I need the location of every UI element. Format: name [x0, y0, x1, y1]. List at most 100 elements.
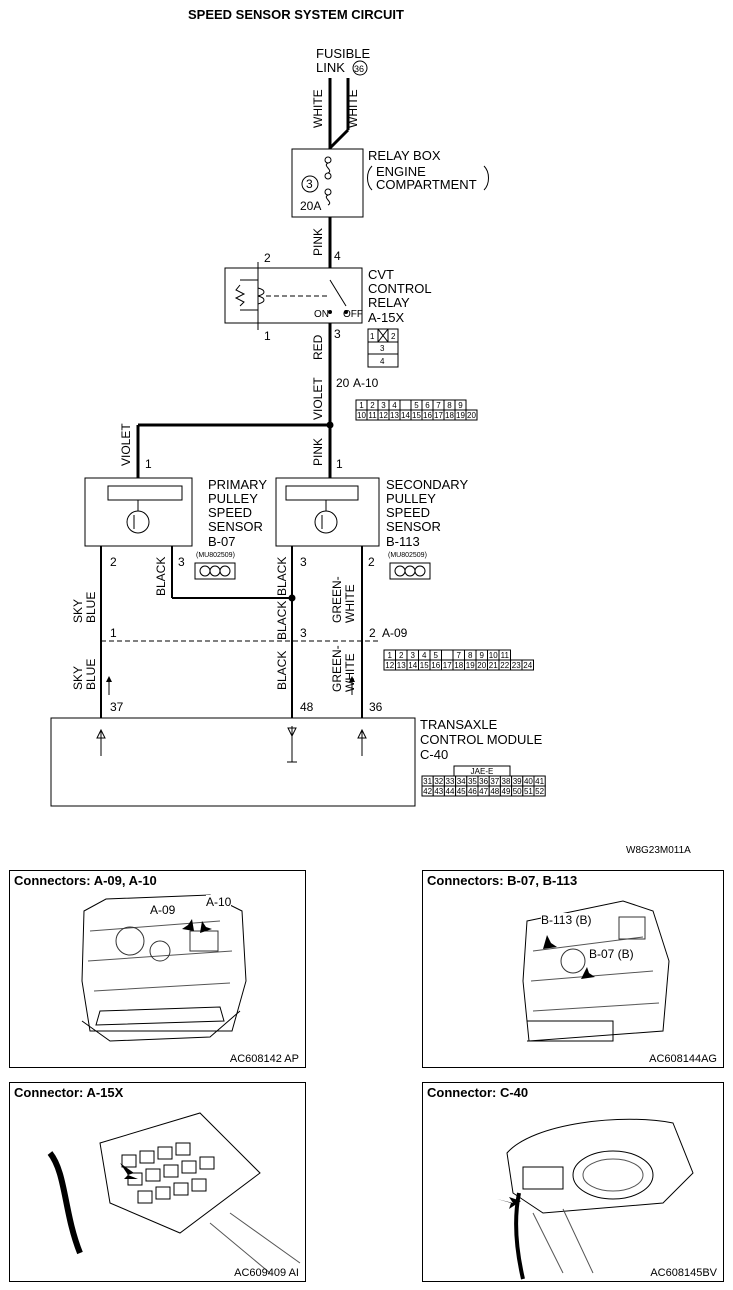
primary-sensor-label-4: SENSOR [208, 519, 263, 534]
photo-caption: Connectors: B-07, B-113 [427, 873, 578, 888]
pin-number: 19 [456, 411, 465, 420]
cvt-relay-on: ON [314, 309, 329, 320]
primary-sensor-part: (MU802509) [196, 552, 235, 559]
dashboard-sketch [497, 1118, 694, 1280]
pin-number: 46 [468, 787, 477, 796]
wire-sky-upper-2: BLUE [84, 592, 98, 623]
primary-sensor-frame [84, 477, 193, 547]
engine-bay-sketch [522, 900, 670, 1042]
wire-black-lower: BLACK [275, 651, 289, 690]
svg-text:4: 4 [380, 357, 385, 366]
pin-number: 14 [401, 411, 410, 420]
pin-number: 13 [397, 661, 406, 670]
tcm-pin-36: 36 [369, 700, 383, 714]
pin-number: 5 [434, 651, 439, 660]
pin-number: 52 [535, 787, 544, 796]
relay-box-label-1: RELAY BOX [368, 148, 441, 163]
wire-green-upper-1: GREEN- [330, 576, 344, 623]
wire-pink-mid: PINK [311, 438, 325, 466]
diagram-code: W8G23M011A [626, 845, 691, 856]
pin-number: 3 [381, 401, 386, 410]
wire-sky-upper-1: SKY [71, 599, 85, 623]
pin-number: 21 [489, 661, 498, 670]
secondary-sensor-pin-2: 2 [368, 555, 375, 569]
photo-label-b113: B-113 (B) [541, 913, 592, 927]
primary-sensor-plug [194, 562, 236, 580]
pin-number: 3 [411, 651, 416, 660]
jae-label: JAE-E [471, 767, 494, 776]
photo-code: AC608145BV [650, 1267, 717, 1279]
pin-number: 10 [357, 411, 366, 420]
pin-number: 42 [423, 787, 432, 796]
pin-number: 15 [412, 411, 421, 420]
photo-connectors-a09-a10: Connectors: A-09, A-10 A-09 A-10 AC60814… [9, 870, 306, 1068]
pin-number: 1 [359, 401, 364, 410]
secondary-sensor-connector: B-113 [386, 534, 420, 549]
pin-number: 2 [370, 401, 375, 410]
pin-number: 11 [501, 651, 510, 660]
primary-sensor-pin-1: 1 [145, 457, 152, 471]
primary-sensor-pin-3: 3 [178, 555, 185, 569]
svg-text:2: 2 [391, 332, 396, 341]
cvt-relay-pin-1: 1 [264, 329, 271, 343]
pin-number: 16 [423, 411, 432, 420]
wire-green-lower-1: GREEN- [330, 645, 344, 692]
tcm-label-1: TRANSAXLE [420, 717, 498, 732]
wire-sky-lower-1: SKY [71, 666, 85, 690]
cvt-relay-pin-3: 3 [334, 327, 341, 341]
pin-number: 10 [489, 651, 498, 660]
wire-black-mid: BLACK [275, 601, 289, 640]
wire-red: RED [311, 334, 325, 360]
pin-number: 44 [446, 787, 455, 796]
cvt-relay-pin-2: 2 [264, 251, 271, 265]
pin-number: 9 [480, 651, 485, 660]
pin-number: 15 [420, 661, 429, 670]
pin-number: 13 [390, 411, 399, 420]
photo-label-b07: B-07 (B) [589, 947, 634, 961]
secondary-sensor-pin-3: 3 [300, 555, 307, 569]
a09-pin-1: 1 [110, 626, 117, 640]
cvt-relay-label-2: CONTROL [368, 281, 432, 296]
relay-box-label-2: ENGINE [376, 164, 426, 179]
pin-number: 22 [500, 661, 509, 670]
secondary-sensor-pin-1: 1 [336, 457, 343, 471]
pin-number: 16 [431, 661, 440, 670]
photo-caption: Connector: C-40 [427, 1085, 529, 1100]
photo-code: AC609409 AI [234, 1267, 299, 1279]
tcm-frame [50, 717, 416, 807]
fusible-label-2: LINK [316, 60, 345, 75]
wire-white-left: WHITE [311, 89, 325, 128]
tcm-connector: C-40 [420, 747, 448, 762]
photo-label-a09: A-09 [150, 903, 176, 917]
wire-white-right: WHITE [346, 89, 360, 128]
pin-number: 8 [447, 401, 452, 410]
pin-number: 20 [477, 661, 486, 670]
pin-number: 33 [446, 777, 455, 786]
connector-a10-pin: 20 [336, 376, 350, 390]
primary-sensor-label-2: PULLEY [208, 491, 258, 506]
relay-box-frame [291, 148, 364, 218]
a09-label: A-09 [382, 626, 408, 640]
pin-number: 35 [468, 777, 477, 786]
pin-number: 12 [379, 411, 388, 420]
cvt-relay-pin-grid: 1 2 3 4 [367, 328, 399, 368]
secondary-sensor-label-3: SPEED [386, 505, 430, 520]
pin-number: 31 [423, 777, 432, 786]
pin-number: 5 [414, 401, 419, 410]
a09-pin-2: 2 [369, 626, 376, 640]
pin-number: 37 [490, 777, 499, 786]
pin-number: 49 [502, 787, 511, 796]
pin-number: 47 [479, 787, 488, 796]
pin-number: 7 [436, 401, 441, 410]
photo-code: AC608142 AP [229, 1053, 299, 1065]
cvt-relay-off: OFF [343, 309, 363, 320]
primary-sensor-connector: B-07 [208, 534, 235, 549]
pin-number: 17 [443, 661, 452, 670]
pin-number: 9 [458, 401, 463, 410]
pin-number: 14 [408, 661, 417, 670]
a09-pin-3: 3 [300, 626, 307, 640]
cvt-relay-label-3: RELAY [368, 295, 410, 310]
diagram-title: SPEED SENSOR SYSTEM CIRCUIT [188, 7, 404, 22]
photo-connector-c40: Connector: C-40 AC608145BV [422, 1082, 724, 1282]
